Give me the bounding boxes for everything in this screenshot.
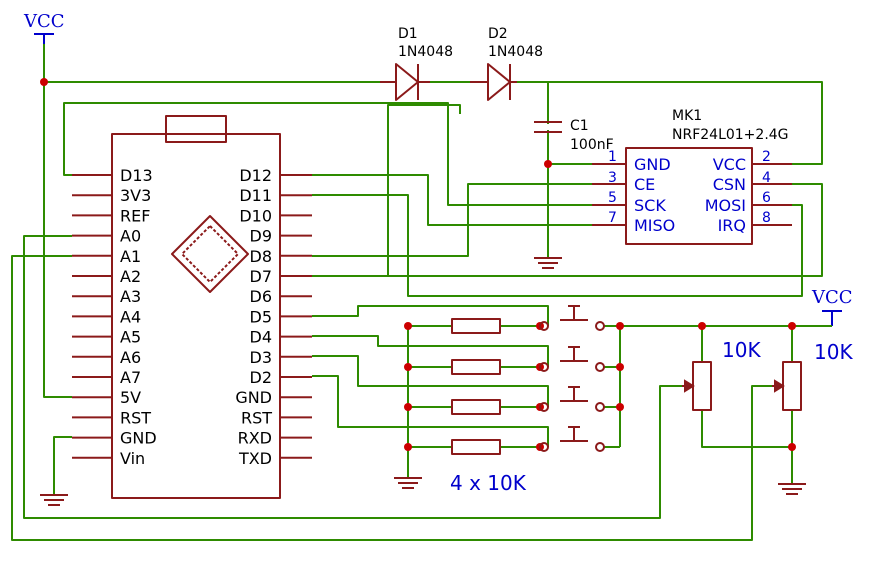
capacitor-c1: C1 100nF <box>534 118 614 153</box>
module-pin-name: IRQ <box>718 216 746 235</box>
resistor <box>451 439 501 455</box>
arduino-pin-label: A4 <box>120 307 141 326</box>
arduino-pin-label: A3 <box>120 287 141 306</box>
resistor <box>451 399 501 415</box>
arduino-pin-label: D6 <box>250 287 273 306</box>
module-pin-name: CE <box>634 175 655 194</box>
d2-value: 1N4048 <box>488 44 543 60</box>
ground-symbol-pots <box>778 483 806 495</box>
arduino-pin-label: D11 <box>239 186 272 205</box>
module-pin-num: 2 <box>762 149 771 165</box>
push-buttons <box>539 305 605 452</box>
arduino-pin-label: D9 <box>250 227 273 246</box>
arduino-pin-label: D4 <box>250 328 273 347</box>
d1-ref: D1 <box>398 26 418 42</box>
arduino-pin-label: RXD <box>238 429 272 448</box>
arduino-pin-label: TXD <box>238 449 272 468</box>
resistor-bank-label: 4 x 10K <box>450 471 527 495</box>
arduino-pin-label: A7 <box>120 368 141 387</box>
resistor <box>451 318 501 334</box>
module-pin-num: 3 <box>608 170 617 186</box>
d1-value: 1N4048 <box>398 44 453 60</box>
arduino-pin-label: A0 <box>120 227 141 246</box>
arduino-pin-label: D7 <box>250 267 273 286</box>
arduino-pin-label: A1 <box>120 247 141 266</box>
vcc-symbol-left: VCC <box>23 11 65 44</box>
arduino-pin-label: D8 <box>250 247 273 266</box>
arduino-pin-label: GND <box>235 388 272 407</box>
diode-d1: D1 1N4048 <box>380 26 453 101</box>
arduino-pin-label: A5 <box>120 328 141 347</box>
arduino-pin-label: A2 <box>120 267 141 286</box>
push-button <box>539 386 605 412</box>
arduino-pin-label: 3V3 <box>120 186 151 205</box>
arduino-pin-label: 5V <box>120 388 141 407</box>
module-pin-num: 4 <box>762 170 771 186</box>
d2-ref: D2 <box>488 26 508 42</box>
arduino-pin-label: D12 <box>239 166 272 185</box>
arduino-pin-label: Vin <box>120 449 145 468</box>
module-pin-name: CSN <box>713 175 746 194</box>
arduino-pin-label: RST <box>120 408 151 427</box>
module-pin-num: 1 <box>608 149 617 165</box>
c1-ref: C1 <box>570 118 589 134</box>
arduino-pin-label: D5 <box>250 307 273 326</box>
module-pin-num: 8 <box>762 210 771 226</box>
vcc-label-right: VCC <box>811 287 853 308</box>
arduino-pin-label: D3 <box>250 348 273 367</box>
pot2-value: 10K <box>814 340 853 364</box>
module-pin-name: MOSI <box>705 196 746 215</box>
ground-symbol-resistors <box>394 477 422 489</box>
ground-symbol-cap <box>534 257 562 269</box>
module-pin-name: MISO <box>634 216 675 235</box>
arduino-pin-label: D2 <box>250 368 273 387</box>
module-pin-name: GND <box>634 155 671 174</box>
module-pin-name: SCK <box>634 196 666 215</box>
arduino-pin-label: REF <box>120 206 150 225</box>
resistor <box>451 359 501 375</box>
arduino-pin-label: D10 <box>239 206 272 225</box>
arduino-pin-label: A6 <box>120 348 141 367</box>
arduino-pin-label: D13 <box>120 166 153 185</box>
chip-outline <box>171 215 249 293</box>
push-button <box>539 305 605 331</box>
module-pin-name: VCC <box>713 155 746 174</box>
arduino-pin-label: GND <box>120 429 157 448</box>
push-button <box>539 426 605 452</box>
pot1-value: 10K <box>722 338 761 362</box>
ground-symbol-arduino <box>40 494 68 506</box>
module-pin-num: 7 <box>608 210 617 226</box>
module-pin-num: 6 <box>762 190 771 206</box>
wires <box>11 44 832 541</box>
nrf24l01-module: MK1 NRF24L01+2.4G 1 3 5 7 GND CE SCK MIS… <box>592 108 792 245</box>
diode-d2: D2 1N4048 <box>430 26 543 101</box>
vcc-symbol-right: VCC <box>811 287 853 326</box>
usb-connector <box>165 115 227 143</box>
vcc-label-left: VCC <box>23 11 65 32</box>
module-value: NRF24L01+2.4G <box>672 127 789 143</box>
module-pin-num: 5 <box>608 190 617 206</box>
arduino-pin-label: RST <box>241 408 272 427</box>
c1-value: 100nF <box>570 137 614 153</box>
potentiometer-2: 10K <box>772 340 853 411</box>
push-button <box>539 346 605 372</box>
potentiometer-1: 10K <box>682 338 761 411</box>
module-ref: MK1 <box>672 108 702 124</box>
resistor-bank: 4 x 10K <box>450 318 527 495</box>
